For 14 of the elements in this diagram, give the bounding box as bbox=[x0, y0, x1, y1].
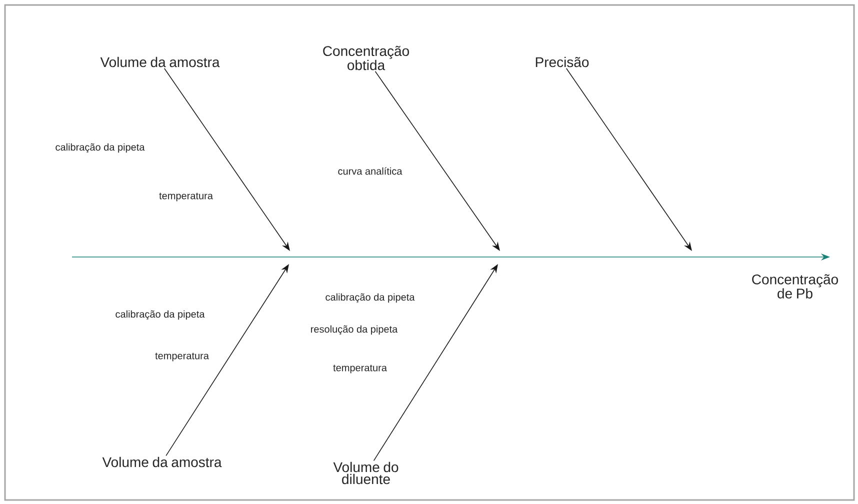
cause-label: Precisão bbox=[536, 56, 589, 68]
cause-label: curva analítica bbox=[338, 167, 402, 175]
cause-label: Volume da amostra bbox=[102, 456, 222, 468]
cause-label: calibração da pipeta bbox=[56, 143, 145, 153]
cause-label: Volume do diluente bbox=[333, 462, 398, 484]
cause-label: temperatura bbox=[333, 364, 387, 374]
cause-label: calibração da pipeta bbox=[116, 310, 205, 320]
cause-label: temperatura bbox=[159, 192, 213, 202]
cause-label: Volume da amostra bbox=[100, 56, 220, 68]
cause-label: calibração da pipeta bbox=[326, 293, 415, 303]
cause-label: Concentração obtida bbox=[323, 46, 409, 70]
cause-label: Concentração de Pb bbox=[752, 274, 838, 298]
cause-label: resolução da pipeta bbox=[311, 325, 398, 335]
cause-label: temperatura bbox=[155, 352, 209, 362]
